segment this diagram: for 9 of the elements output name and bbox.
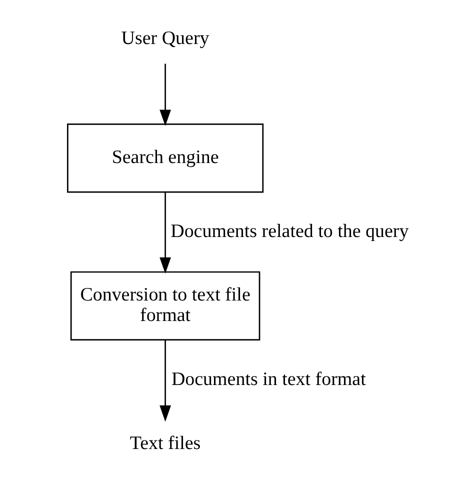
node-text: Text files	[129, 432, 200, 454]
edge-label: Documents related to the query	[170, 220, 408, 242]
node-box: Conversion to text file format	[70, 270, 260, 340]
node-box: Search engine	[66, 123, 264, 192]
arrow	[159, 192, 170, 274]
arrow	[159, 63, 170, 126]
node-text: User Query	[120, 27, 209, 48]
edge-label: Documents in text format	[170, 368, 366, 390]
arrow	[159, 340, 170, 422]
